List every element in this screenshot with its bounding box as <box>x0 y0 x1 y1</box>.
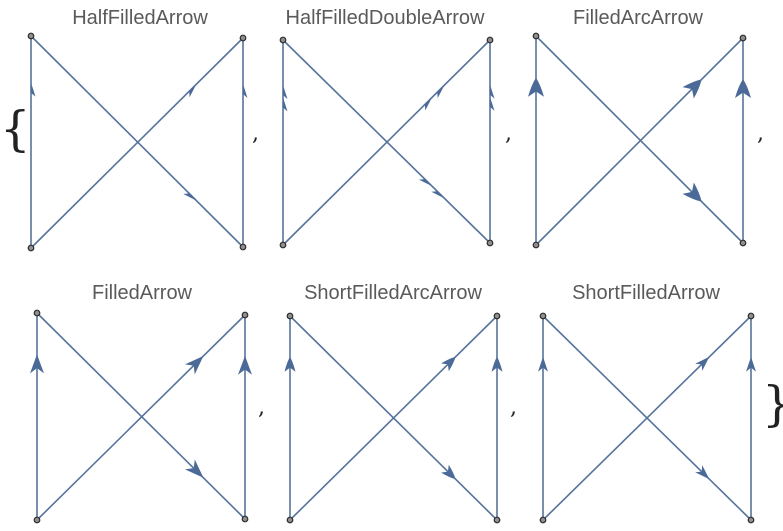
separator: , <box>757 121 764 146</box>
arrowhead-icon <box>441 356 456 372</box>
separator: , <box>258 395 265 420</box>
open-brace: { <box>0 101 31 157</box>
arrowhead-icon <box>491 356 503 372</box>
arrowhead-icon <box>528 77 544 97</box>
graph-vertex <box>486 36 494 44</box>
graph-vertex <box>286 516 294 524</box>
graph-vertex <box>241 515 249 523</box>
arrowhead-icon <box>184 459 204 478</box>
separator: , <box>505 121 512 146</box>
arrowhead-icon <box>418 179 433 187</box>
graph-edge <box>289 315 498 521</box>
graph-edge <box>535 35 744 244</box>
graph-vertex <box>739 239 747 247</box>
arrowhead-icon <box>184 356 204 375</box>
arrowhead-icon <box>30 354 44 374</box>
graph-vertex <box>33 516 41 524</box>
graph-vertex <box>33 309 41 317</box>
graph-panel: ShortFilledArcArrow <box>284 282 503 524</box>
graph-panel: FilledArrow <box>30 282 252 524</box>
close-brace: } <box>762 376 783 432</box>
graph-vertex <box>739 34 747 42</box>
graph-edge <box>36 314 246 521</box>
graph-edge <box>30 35 244 248</box>
arrowhead-icon <box>490 84 495 99</box>
graph-vertex <box>539 312 547 320</box>
graph-vertex <box>532 241 540 249</box>
panel-title: ShortFilledArrow <box>572 282 720 304</box>
arrowhead-icon <box>695 465 710 480</box>
arrowhead-icon <box>682 79 702 99</box>
arrowhead-icon <box>243 83 248 98</box>
graph-vertex <box>241 311 249 319</box>
separator: , <box>510 395 517 420</box>
arrowhead-icon <box>183 193 197 201</box>
arrowhead-icon <box>284 356 296 372</box>
graph-vertex <box>286 312 294 320</box>
panel-title: ShortFilledArcArrow <box>304 282 482 304</box>
arrowhead-icon <box>441 464 456 480</box>
graph-panel: HalfFilledArrow <box>27 7 248 252</box>
graph-vertex <box>539 516 547 524</box>
arrowhead-icon <box>238 355 252 375</box>
graph-vertex <box>27 244 35 252</box>
graph-vertex <box>747 312 755 320</box>
arrowhead-icon <box>31 82 36 97</box>
graph-vertex <box>279 241 287 249</box>
arrowhead-icon <box>746 356 756 372</box>
graph-panel: ShortFilledArrow <box>538 282 756 524</box>
panel-title: HalfFilledArrow <box>72 7 208 29</box>
graph-vertex <box>279 36 287 44</box>
graph-panel: HalfFilledDoubleArrow <box>279 7 495 249</box>
arrowhead-icon <box>538 356 548 372</box>
graph-vertex <box>239 243 247 251</box>
arrowhead-icon <box>283 97 288 112</box>
arrowhead-icon <box>437 85 445 99</box>
panel-title: FilledArcArrow <box>573 7 704 29</box>
graph-vertex <box>27 32 35 40</box>
graph-edge <box>535 37 744 246</box>
graph-vertex <box>747 516 755 524</box>
arrowhead-icon <box>695 356 710 371</box>
graph-edge <box>282 39 491 246</box>
arrowhead-icon <box>283 85 288 100</box>
graph-vertex <box>239 34 247 42</box>
arrowhead-icon <box>682 182 702 202</box>
arrowhead-icon <box>424 97 433 111</box>
graph-panel: FilledArcArrow <box>528 7 751 249</box>
graph-vertex <box>493 516 501 524</box>
separator: , <box>252 121 259 146</box>
arrowhead-icon <box>431 191 445 199</box>
panel-title: HalfFilledDoubleArrow <box>286 7 486 29</box>
arrowhead-icon <box>490 96 495 111</box>
arrowhead-icon <box>735 79 751 98</box>
graph-vertex <box>486 239 494 247</box>
arrowhead-icon <box>189 84 197 98</box>
graph-edge <box>542 315 752 521</box>
panel-title: FilledArrow <box>92 282 193 304</box>
graph-vertex <box>493 312 501 320</box>
graph-edge <box>36 312 246 520</box>
graph-edge <box>30 37 244 249</box>
graph-vertex <box>532 32 540 40</box>
